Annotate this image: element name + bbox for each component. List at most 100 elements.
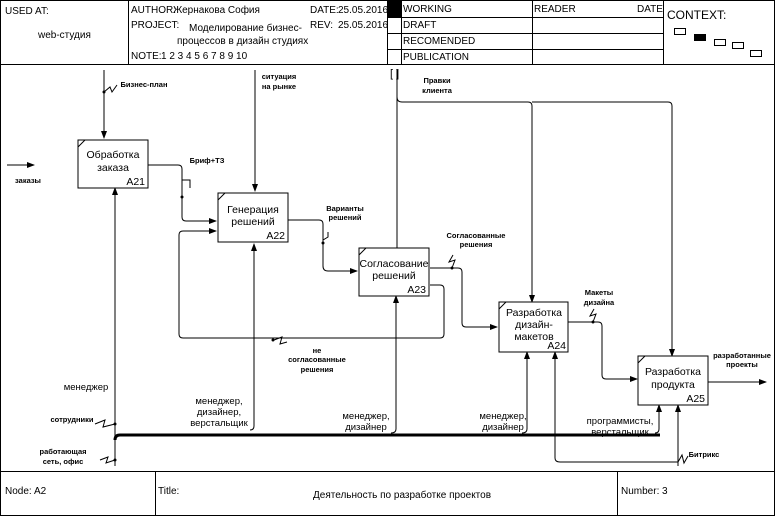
- squiggle: [447, 254, 456, 269]
- squiggle: [182, 179, 191, 188]
- header-divider: [387, 0, 388, 64]
- label-situacia-1: ситуация: [262, 72, 296, 81]
- context-box: [714, 39, 726, 46]
- title-value: Деятельность по разработке проектов: [313, 490, 492, 501]
- context-box: [674, 28, 686, 35]
- arrow-bitrix-a24[interactable]: [552, 351, 678, 463]
- project-label: PROJECT:: [131, 20, 180, 31]
- label-razrabotannye-1: разработанные: [713, 351, 771, 360]
- box-frame: [217, 192, 289, 243]
- box-title-line: продукта: [651, 379, 695, 391]
- rev-value: 25.05.2016: [338, 20, 389, 31]
- arrow-md-a23[interactable]: [390, 295, 399, 434]
- box-title-line: Генерация: [227, 204, 279, 216]
- arrow-pravki-a24[interactable]: [396, 96, 535, 303]
- box-title-line: макетов: [514, 331, 554, 343]
- label-md1-2: дизайнер: [345, 422, 387, 433]
- author-label: AUTHOR:: [131, 5, 176, 16]
- box-corner-mark: [77, 139, 86, 148]
- arrow-varianty[interactable]: [288, 219, 358, 274]
- junction-dot: [180, 195, 184, 199]
- arrow-brif-tz[interactable]: [148, 164, 217, 224]
- junction-dot: [591, 320, 595, 324]
- status-working: WORKING: [403, 4, 452, 15]
- squiggle: [677, 453, 689, 465]
- context-label: CONTEXT:: [667, 8, 727, 22]
- arrow-ne-soglasovannye[interactable]: [178, 228, 445, 339]
- node-value: A2: [34, 486, 47, 497]
- box-title-line: решений: [231, 216, 275, 228]
- box-A25[interactable]: Разработка продукта A25: [637, 355, 709, 406]
- label-makety-1: Макеты: [585, 288, 613, 297]
- box-corner-mark: [358, 247, 367, 256]
- box-A22[interactable]: Генерация решений A22: [217, 192, 289, 243]
- label-prog-1: программисты,: [587, 416, 654, 427]
- box-title-line: Обработка: [87, 149, 140, 161]
- arrow-soglasovannye[interactable]: [430, 267, 498, 330]
- header-divider: [663, 0, 664, 64]
- junction-dot: [113, 422, 117, 426]
- date-label: DATE:: [310, 5, 339, 16]
- squiggle: [103, 84, 118, 94]
- label-ne-sogl-1: не: [313, 346, 322, 355]
- status-draft: DRAFT: [403, 20, 437, 31]
- box-number: A23: [407, 284, 426, 296]
- footer-divider: [617, 471, 618, 516]
- box-title-line: Разработка: [645, 366, 701, 378]
- status-working-marker: [388, 1, 401, 17]
- author-value: Жернакова София: [173, 5, 260, 16]
- mechanism-bus: [113, 433, 660, 441]
- box-title-line: Согласование: [360, 258, 429, 270]
- project-value-line2: процессов в дизайн студиях: [177, 36, 309, 47]
- arrow-md-a24[interactable]: [521, 351, 530, 434]
- label-mdv-3: верстальщик: [190, 418, 248, 429]
- label-varianty-2: решений: [329, 213, 362, 222]
- arrow-prog-a25[interactable]: [654, 404, 662, 434]
- junction-dot: [271, 338, 275, 342]
- label-mdv-2: дизайнер,: [197, 407, 241, 418]
- label-brif-tz: Бриф+ТЗ: [190, 156, 225, 165]
- junction-dot: [102, 90, 106, 94]
- box-frame: [358, 247, 430, 297]
- header-divider: [401, 0, 402, 64]
- label-md2-2: дизайнер: [482, 422, 524, 433]
- box-number: A21: [126, 176, 145, 188]
- squiggle: [273, 336, 288, 345]
- box-number: A24: [547, 340, 566, 352]
- footer-divider: [155, 471, 156, 516]
- box-A23[interactable]: Согласование решений A23: [358, 247, 430, 297]
- label-razrabotannye-2: проекты: [726, 360, 758, 369]
- label-biznes-plan: Бизнес-план: [121, 80, 168, 89]
- box-title-line: решений: [372, 270, 416, 282]
- status-recomended: RECOMENDED: [403, 36, 476, 47]
- squiggle: [94, 419, 116, 428]
- tunnel-icon: [ ]: [390, 68, 399, 80]
- status-row-divider: [387, 49, 663, 50]
- status-row-divider: [387, 33, 663, 34]
- used-at-label: USED AT:: [5, 6, 49, 17]
- label-sotrudniki: сотрудники: [51, 415, 94, 424]
- context-box-active: [694, 34, 706, 41]
- note-label: NOTE:: [131, 51, 162, 62]
- box-number: A25: [686, 393, 705, 405]
- label-rab-set-1: работающая: [40, 447, 87, 456]
- label-rab-set-2: сеть, офис: [43, 457, 84, 466]
- box-A21[interactable]: Обработка заказа A21: [77, 139, 149, 189]
- label-ne-sogl-2: согласованные: [288, 355, 346, 364]
- box-corner-mark: [498, 301, 507, 310]
- status-publication: PUBLICATION: [403, 52, 469, 63]
- box-corner-mark: [637, 355, 646, 364]
- node-label: Node:: [5, 486, 32, 497]
- reader-label: READER: [534, 4, 576, 15]
- box-corner-mark: [217, 192, 226, 201]
- box-number: A22: [266, 230, 285, 242]
- header-divider: [532, 0, 533, 64]
- arrow-pravki-a25[interactable]: [532, 101, 675, 357]
- arrow-makety[interactable]: [568, 321, 638, 382]
- label-soglasovannye-2: решения: [460, 240, 493, 249]
- box-title-line: заказа: [97, 162, 129, 174]
- arrow-mdv-a22[interactable]: [249, 243, 257, 431]
- box-A24[interactable]: Разработка дизайн- макетов A24: [498, 301, 569, 353]
- label-bitrix: Битрикс: [689, 450, 720, 459]
